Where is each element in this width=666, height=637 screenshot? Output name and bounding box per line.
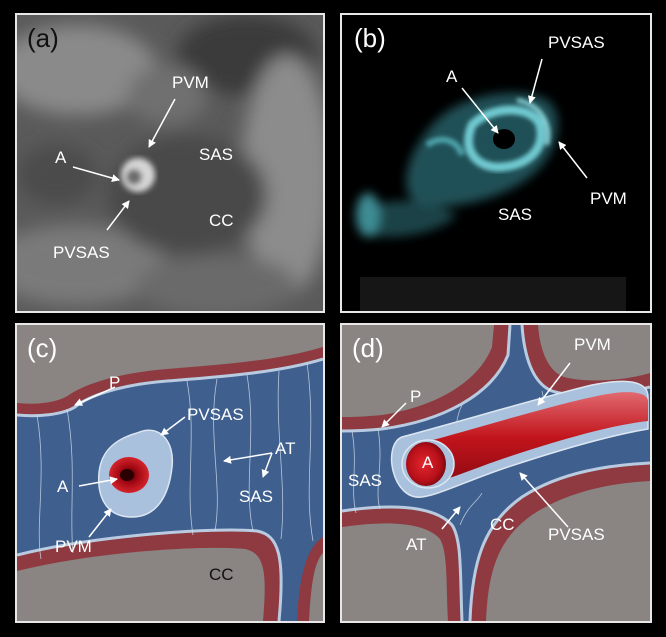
panel-b-microscopy: (b) PVSAS A PVM SAS (340, 13, 652, 313)
panel-d-image (342, 325, 650, 621)
panel-d-tag: (d) (352, 333, 384, 363)
label-p: P (410, 387, 422, 406)
panel-d-schematic: (d) PVM P SAS A AT CC PVSAS (340, 323, 652, 623)
panel-c-schematic: (c) P PVSAS AT A SAS PVM CC (15, 323, 325, 623)
label-a: A (446, 67, 458, 86)
panel-a-image (17, 15, 323, 311)
label-cc: CC (209, 565, 234, 584)
label-at: AT (406, 535, 427, 554)
label-a: A (55, 148, 67, 167)
label-a: A (422, 453, 434, 472)
label-p: P (109, 373, 121, 392)
label-cc: CC (209, 211, 234, 230)
label-pvm: PVM (55, 537, 92, 556)
label-pvsas: PVSAS (548, 525, 605, 544)
panel-a-mri: (a) PVM A SAS CC PVSAS (15, 13, 325, 313)
label-sas: SAS (199, 145, 234, 164)
label-sas: SAS (239, 487, 274, 506)
panel-b-image (342, 15, 650, 311)
label-pvm: PVM (574, 335, 611, 354)
label-pvm: PVM (172, 73, 209, 92)
label-sas: SAS (498, 205, 533, 224)
label-pvsas: PVSAS (548, 33, 605, 52)
panel-c-tag: (c) (27, 333, 58, 363)
label-cc: CC (490, 515, 515, 534)
panel-a-tag: (a) (27, 23, 59, 53)
panel-b-tag: (b) (354, 23, 386, 53)
label-pvsas: PVSAS (53, 243, 110, 262)
label-pvm: PVM (590, 189, 627, 208)
panel-c-image (17, 325, 323, 621)
label-pvsas: PVSAS (187, 405, 244, 424)
label-sas: SAS (348, 471, 383, 490)
label-a: A (57, 477, 69, 496)
label-at: AT (275, 439, 296, 458)
